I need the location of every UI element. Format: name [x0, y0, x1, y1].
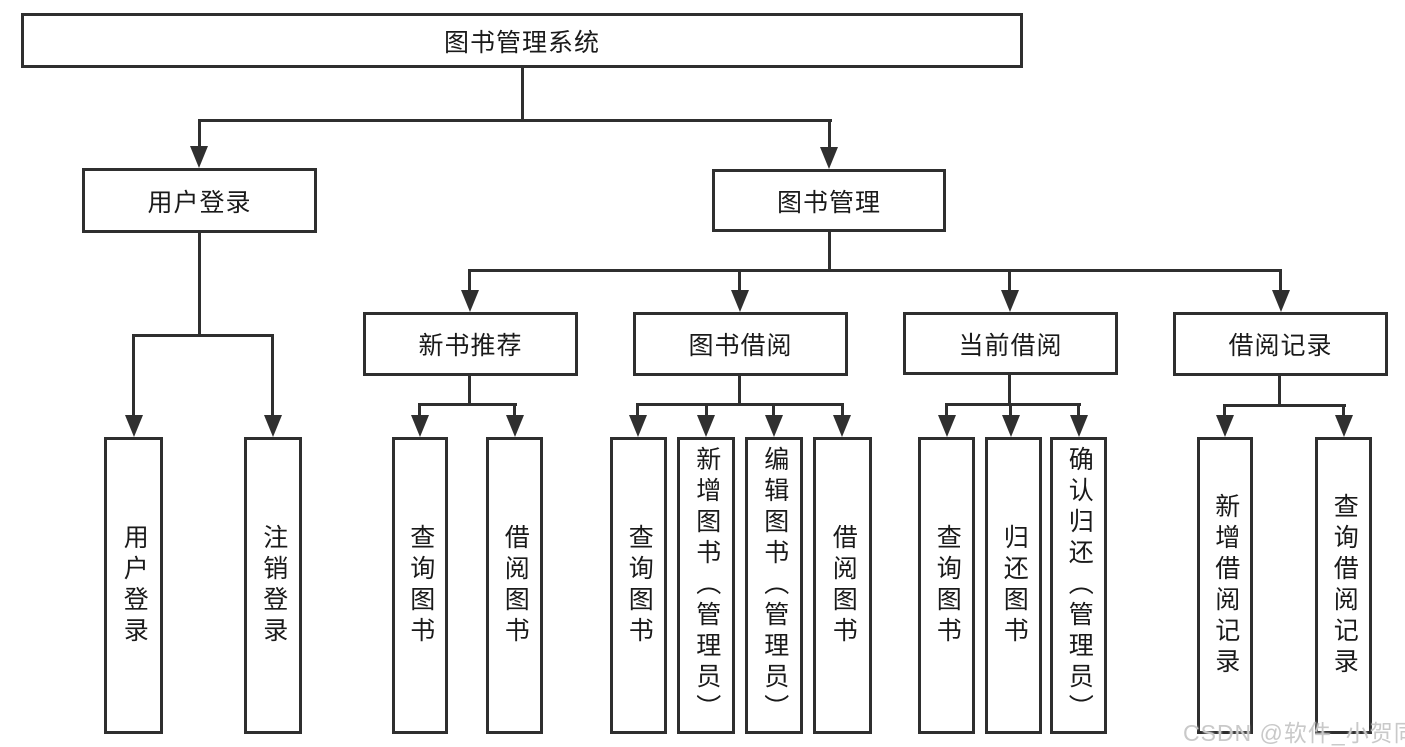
edge-stem-current-borrow	[1008, 269, 1011, 292]
edge-userlogin-hline	[132, 334, 274, 337]
node-library-management-system: 图书管理系统	[21, 13, 1023, 68]
edge-stem-bb-borrow	[841, 403, 844, 417]
node-label: 查询图书	[406, 523, 435, 648]
node-book-management: 图书管理	[712, 169, 946, 232]
arrowhead-rec-borrow	[506, 415, 524, 437]
node-label: 查询图书	[933, 523, 962, 648]
leaf-bb-edit-book-admin: 编辑图书（管理员）	[745, 437, 803, 734]
arrowhead-current-borrow	[1001, 290, 1019, 312]
node-label: 当前借阅	[958, 331, 1063, 360]
arrowhead-cb-query	[938, 415, 956, 437]
edge-stem-book-borrow	[738, 269, 741, 292]
edge-userlogin-vline	[198, 233, 201, 336]
node-label: 图书管理	[776, 188, 881, 217]
arrowhead-user-login	[190, 146, 208, 168]
edge-bookborrow-vline	[738, 376, 741, 406]
arrowhead-leaf-logout	[264, 415, 282, 437]
edge-root-hline	[198, 119, 832, 122]
node-label: 归还图书	[1000, 523, 1029, 648]
edge-currentborrow-vline	[1008, 375, 1011, 406]
node-book-borrowing: 图书借阅	[633, 312, 848, 376]
node-label: 借阅图书	[829, 523, 858, 648]
edge-newbookrec-vline	[468, 376, 471, 406]
edge-stem-bb-edit	[772, 403, 775, 417]
edge-root-vline	[521, 67, 524, 121]
node-label: 确认归还（管理员）	[1065, 446, 1094, 725]
node-current-borrowing: 当前借阅	[903, 312, 1118, 375]
node-label: 注销登录	[259, 523, 288, 648]
leaf-bb-borrow-book: 借阅图书	[813, 437, 872, 734]
edge-stem-cb-confirm	[1077, 403, 1080, 417]
edge-bookborrow-hline	[636, 403, 844, 406]
node-label: 用户登录	[120, 523, 149, 648]
arrowhead-rec-query	[411, 415, 429, 437]
edge-borrowrecord-vline	[1278, 376, 1281, 407]
arrowhead-bb-query	[629, 415, 647, 437]
leaf-user-login: 用户登录	[104, 437, 163, 734]
arrowhead-bb-borrow	[833, 415, 851, 437]
edge-stem-user-login	[198, 119, 201, 149]
node-label: 用户登录	[147, 188, 252, 217]
edge-stem-br-query	[1342, 404, 1345, 417]
leaf-br-query-record: 查询借阅记录	[1315, 437, 1372, 734]
arrowhead-bb-add	[697, 415, 715, 437]
arrowhead-borrow-record	[1272, 290, 1290, 312]
arrowhead-br-add	[1216, 415, 1234, 437]
leaf-br-add-record: 新增借阅记录	[1197, 437, 1253, 734]
node-label: 图书管理系统	[443, 28, 600, 57]
edge-bookmgmt-hline	[468, 269, 1282, 272]
leaf-logout: 注销登录	[244, 437, 302, 734]
edge-stem-bb-add	[705, 403, 708, 417]
edge-stem-cb-query	[945, 403, 948, 417]
leaf-bb-query-book: 查询图书	[610, 437, 667, 734]
arrowhead-leaf-user-login	[125, 415, 143, 437]
edge-newbookrec-hline	[418, 403, 517, 406]
edge-stem-borrow-record	[1279, 269, 1282, 292]
edge-bookmgmt-vline	[828, 232, 831, 272]
node-label: 借阅图书	[501, 523, 530, 648]
edge-stem-rec-borrow	[513, 403, 516, 417]
node-new-book-recommend: 新书推荐	[363, 312, 578, 376]
edge-stem-bb-query	[636, 403, 639, 417]
edge-stem-br-add	[1223, 404, 1226, 417]
edge-stem-rec-query	[418, 403, 421, 417]
leaf-rec-query-book: 查询图书	[392, 437, 448, 734]
leaf-cb-return-book: 归还图书	[985, 437, 1042, 734]
leaf-cb-query-book: 查询图书	[918, 437, 975, 734]
node-user-login: 用户登录	[82, 168, 317, 233]
leaf-bb-add-book-admin: 新增图书（管理员）	[677, 437, 735, 734]
arrowhead-bb-edit	[765, 415, 783, 437]
edge-borrowrecord-hline	[1223, 404, 1346, 407]
edge-stem-cb-return	[1009, 403, 1012, 417]
edge-stem-book-mgmt	[828, 119, 831, 149]
leaf-cb-confirm-return-admin: 确认归还（管理员）	[1050, 437, 1107, 734]
node-label: 借阅记录	[1228, 332, 1333, 360]
edge-currentborrow-hline	[945, 403, 1081, 406]
arrowhead-book-borrow	[731, 290, 749, 312]
node-label: 新增借阅记录	[1211, 492, 1240, 679]
arrowhead-cb-confirm	[1070, 415, 1088, 437]
node-label: 查询图书	[625, 523, 654, 648]
arrowhead-book-mgmt	[820, 147, 838, 169]
csdn-watermark: CSDN @软件_小贺同学	[1183, 720, 1405, 746]
edge-stem-leaf-user-login	[132, 334, 135, 415]
arrowhead-cb-return	[1002, 415, 1020, 437]
node-label: 新书推荐	[418, 332, 523, 360]
node-label: 图书借阅	[688, 332, 793, 360]
leaf-rec-borrow-book: 借阅图书	[486, 437, 543, 734]
node-label: 查询借阅记录	[1330, 492, 1359, 679]
arrowhead-br-query	[1335, 415, 1353, 437]
node-borrowing-records: 借阅记录	[1173, 312, 1388, 376]
edge-stem-leaf-logout	[271, 334, 274, 415]
arrowhead-new-book-rec	[461, 290, 479, 312]
node-label: 新增图书（管理员）	[692, 446, 721, 725]
node-label: 编辑图书（管理员）	[760, 446, 789, 725]
edge-stem-new-book-rec	[468, 269, 471, 292]
